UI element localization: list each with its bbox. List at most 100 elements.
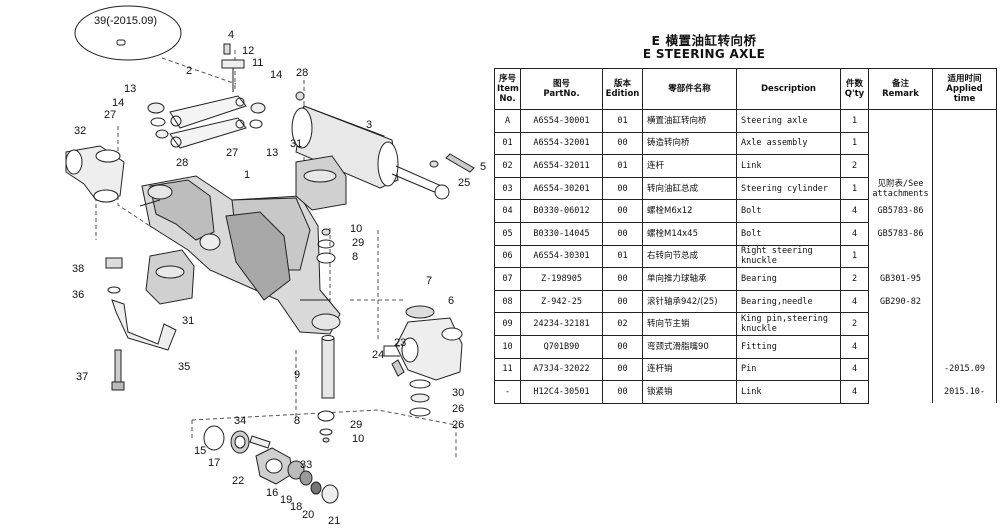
- cell-name-cn: 弯颈式滑脂嘴90: [642, 334, 737, 359]
- cell-applied: [932, 245, 997, 268]
- callout-label: 31: [290, 138, 302, 150]
- cell-description: Link: [736, 380, 841, 404]
- cell-description: Pin: [736, 357, 841, 382]
- cell-qty: 4: [840, 289, 869, 314]
- cell-qty: 1: [840, 176, 869, 201]
- callout-label: 6: [448, 295, 454, 307]
- cell-name-cn: 滚针轴承942/(25): [642, 289, 737, 314]
- callout-label: 17: [208, 457, 220, 469]
- cell-name-cn: 单向推力球轴承: [642, 267, 737, 291]
- cell-part: A6S54-30001: [520, 109, 603, 133]
- cell-description: Steering axle: [736, 109, 841, 133]
- cell-item: 07: [494, 267, 521, 291]
- cell-item: 03: [494, 176, 521, 201]
- callout-label: 21: [328, 515, 340, 527]
- cell-edition: 00: [602, 289, 643, 314]
- callout-label: 28: [296, 67, 308, 79]
- cell-part: 24234-32181: [520, 312, 603, 336]
- cell-description: Right steering knuckle: [736, 244, 841, 269]
- cell-remark: [868, 154, 933, 178]
- cell-description: King pin,steering knuckle: [736, 312, 841, 336]
- cell-remark: [868, 358, 933, 381]
- callout-label: 37: [76, 371, 88, 383]
- link-part: [169, 95, 247, 129]
- cell-edition: 00: [602, 334, 643, 359]
- cell-applied: [932, 267, 997, 291]
- callout-label: 24: [372, 349, 384, 361]
- cell-edition: 00: [602, 267, 643, 291]
- callout-label: 30: [452, 387, 464, 399]
- callout-label: 36: [72, 289, 84, 301]
- cell-remark: GB5783-86: [868, 222, 933, 246]
- callout-label: 4: [228, 29, 234, 41]
- cell-name-cn: 锁紧销: [642, 380, 737, 404]
- cell-part: B0330-06012: [520, 199, 603, 223]
- cell-remark: [868, 109, 933, 133]
- cell-description: Link: [736, 154, 841, 178]
- cell-part: A6S54-30201: [520, 176, 603, 201]
- col-description-header: Description: [736, 68, 841, 110]
- cell-item: 08: [494, 289, 521, 314]
- callout-label: 34: [234, 415, 246, 427]
- title-cn: E 横置油缸转向桥: [651, 33, 757, 48]
- axle-body: [139, 175, 341, 335]
- cell-part: A6S54-30301: [520, 244, 603, 269]
- cell-remark: [868, 132, 933, 155]
- callout-label: 7: [426, 275, 432, 287]
- cell-remark: 见附表/See attachments: [868, 177, 933, 200]
- cell-part: A6S54-32011: [520, 154, 603, 178]
- callout-label: 10: [350, 223, 362, 235]
- title-en: E STEERING AXLE: [642, 47, 766, 61]
- callout-label: 39(-2015.09): [94, 15, 157, 27]
- callout-label: 26: [452, 403, 464, 415]
- cell-applied: -2015.09: [932, 358, 997, 381]
- cell-applied: [932, 222, 997, 246]
- callout-label: 8: [294, 415, 300, 427]
- cell-part: Q701B90: [520, 334, 603, 359]
- callout-label: 26: [452, 419, 464, 431]
- callout-label: 14: [270, 69, 282, 81]
- cell-item: 05: [494, 221, 521, 246]
- cell-item: -: [494, 380, 521, 404]
- cell-name-cn: 螺栓M14x45: [642, 221, 737, 246]
- callout-label: 35: [178, 361, 190, 373]
- cell-qty: 4: [840, 221, 869, 246]
- callout-label: 22: [232, 475, 244, 487]
- callout-label: 29: [350, 419, 362, 431]
- cell-name-cn: 转向油缸总成: [642, 176, 737, 201]
- cell-item: 11: [494, 357, 521, 382]
- cell-description: Axle assembly: [736, 131, 841, 156]
- cell-applied: 2015.10-: [932, 380, 997, 404]
- callout-label: 8: [352, 251, 358, 263]
- cell-edition: 00: [602, 357, 643, 382]
- callout-label: 2: [186, 65, 192, 77]
- king-pin: [321, 335, 335, 399]
- cell-qty: 2: [840, 154, 869, 178]
- cell-remark: GB290-82: [868, 290, 933, 313]
- cell-part: H12C4-30501: [520, 380, 603, 404]
- cell-edition: 01: [602, 244, 643, 269]
- callout-label: 16: [266, 487, 278, 499]
- cell-item: 10: [494, 334, 521, 359]
- callout-label: 28: [176, 157, 188, 169]
- callout-label: 27: [226, 147, 238, 159]
- detail-ellipse: [74, 5, 182, 61]
- cell-remark: [868, 245, 933, 268]
- cell-edition: 00: [602, 176, 643, 201]
- cell-part: Z-198905: [520, 267, 603, 291]
- cell-qty: 4: [840, 334, 869, 359]
- cell-item: 06: [494, 244, 521, 269]
- cell-item: 01: [494, 131, 521, 156]
- cell-applied: [932, 290, 997, 313]
